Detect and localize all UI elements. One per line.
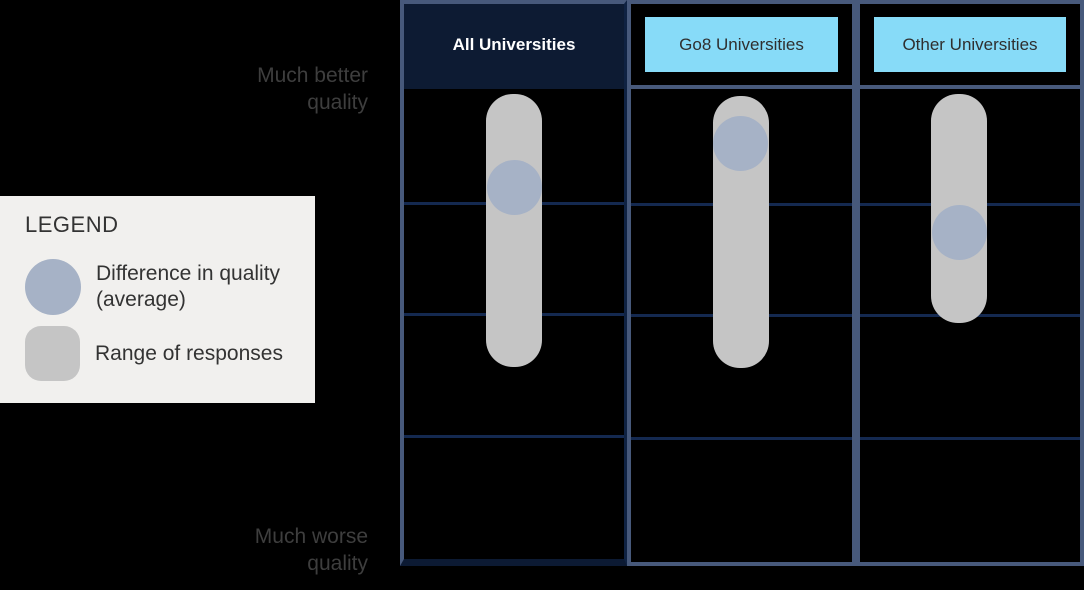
chart: All Universities Go8 Universities Other … [400, 0, 1084, 566]
column-all-universities: All Universities [400, 0, 627, 566]
gridline [631, 437, 852, 440]
average-dot-swatch-icon [25, 259, 81, 315]
legend-title: LEGEND [25, 212, 119, 237]
plot-area-go8-universities [631, 89, 852, 562]
y-axis-top-label-line1: Much better [257, 64, 368, 87]
column-header-label: Go8 Universities [679, 34, 804, 54]
column-go8-universities: Go8 Universities [627, 0, 856, 566]
column-other-universities: Other Universities [856, 0, 1084, 566]
y-axis-top-label: Much better quality [148, 62, 368, 116]
average-difference-dot [713, 116, 768, 171]
y-axis-bottom-label: Much worse quality [148, 523, 368, 577]
column-header-label: Other Universities [902, 34, 1038, 54]
average-difference-dot [931, 205, 987, 260]
plot-area-other-universities [860, 89, 1080, 562]
plot-area-all-universities [404, 89, 624, 559]
y-axis-bottom-label-line1: Much worse [254, 525, 368, 548]
average-difference-dot [486, 160, 542, 215]
column-header-go8-universities: Go8 Universities [631, 4, 852, 89]
legend-item-label: Range of responses [95, 341, 283, 365]
y-axis-bottom-label-line2: quality [307, 552, 368, 575]
column-header-chip: Go8 Universities [645, 17, 838, 72]
column-header-all-universities: All Universities [404, 4, 624, 89]
range-of-responses-bar [486, 94, 542, 367]
legend: LEGEND Difference in quality (average) R… [0, 196, 315, 403]
column-header-chip: Other Universities [874, 17, 1066, 72]
gridline [404, 435, 624, 438]
legend-item-label: Difference in quality (average) [96, 262, 281, 311]
column-header-label: All Universities [452, 34, 576, 54]
range-bar-swatch-icon [25, 326, 80, 381]
y-axis-top-label-line2: quality [307, 91, 368, 114]
gridline [860, 437, 1080, 440]
column-header-other-universities: Other Universities [860, 4, 1080, 89]
legend-item-range: Range of responses [25, 326, 297, 381]
legend-item-average: Difference in quality (average) [25, 259, 297, 315]
